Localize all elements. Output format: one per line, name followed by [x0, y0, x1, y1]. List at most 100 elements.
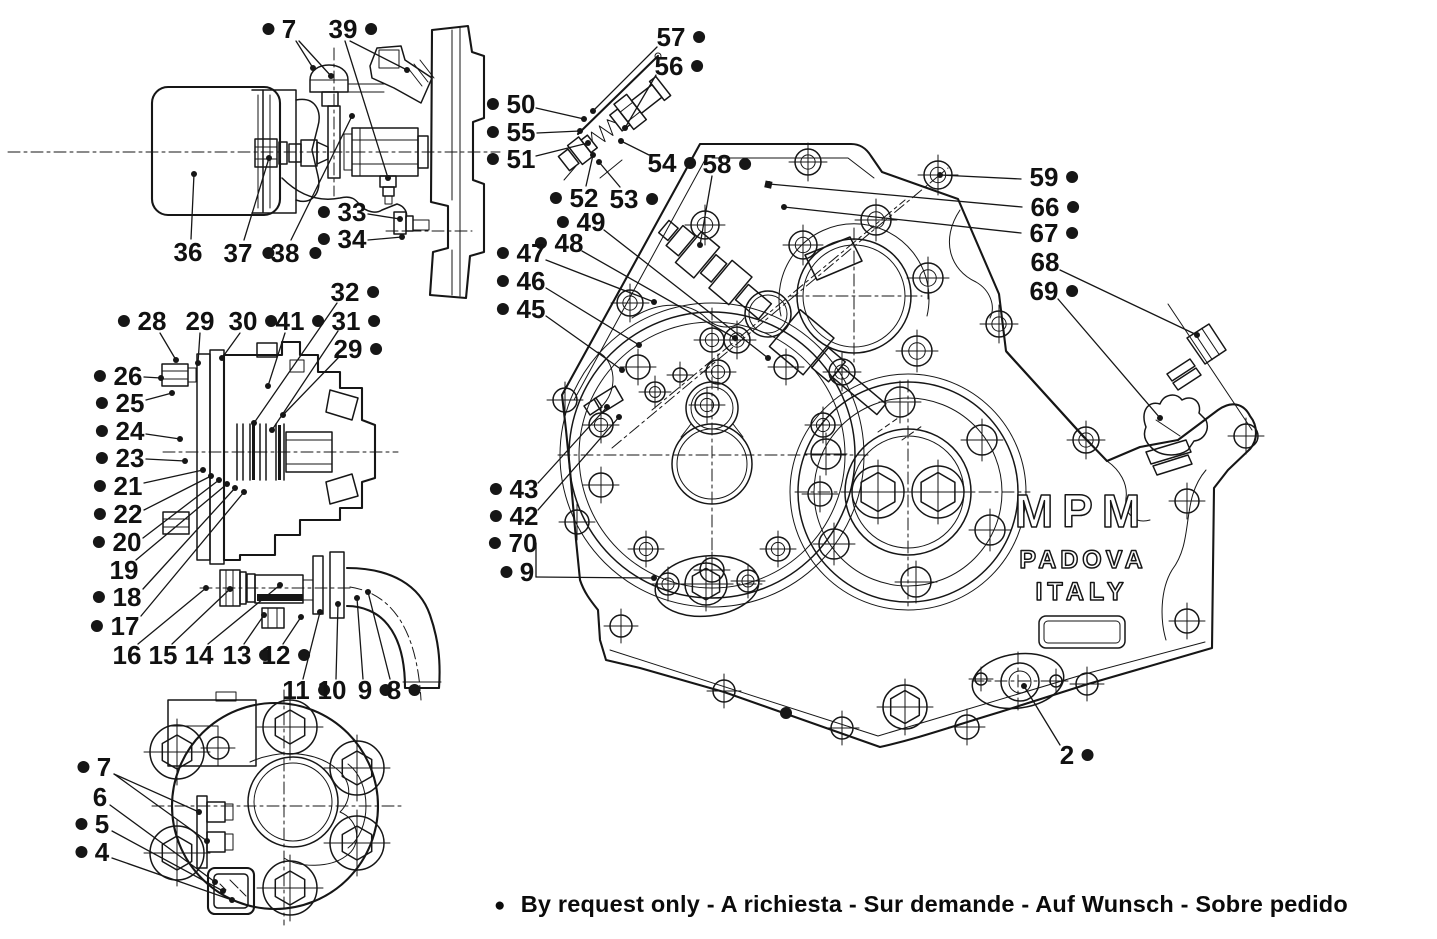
callout-21: 21	[93, 467, 206, 501]
svg-text:32: 32	[331, 277, 360, 307]
callout-bullet-icon	[486, 126, 499, 138]
svg-text:7: 7	[282, 14, 296, 44]
callout-bullet-icon	[370, 343, 383, 355]
svg-text:42: 42	[510, 501, 539, 531]
callout-bullet-icon	[317, 233, 330, 245]
svg-text:70: 70	[509, 528, 538, 558]
callout-28: 28	[117, 306, 179, 363]
svg-text:7: 7	[97, 752, 111, 782]
callout-bullet-icon	[92, 536, 105, 548]
svg-text:22: 22	[114, 499, 143, 529]
callout-bullet-icon	[262, 23, 275, 35]
callout-bullet-icon	[691, 60, 704, 72]
callout-bullet-icon	[489, 510, 502, 522]
relief-valve-assembly	[557, 52, 672, 181]
svg-text:49: 49	[577, 207, 606, 237]
svg-text:15: 15	[149, 640, 178, 670]
svg-text:47: 47	[517, 238, 546, 268]
svg-text:37: 37	[224, 238, 253, 268]
callout-12: 12	[262, 614, 311, 670]
callout-bullet-icon	[693, 31, 706, 43]
svg-text:69: 69	[1030, 276, 1059, 306]
svg-text:5: 5	[95, 809, 109, 839]
svg-text:55: 55	[507, 117, 536, 147]
svg-text:28: 28	[138, 306, 167, 336]
svg-text:51: 51	[507, 144, 536, 174]
svg-text:20: 20	[113, 527, 142, 557]
callout-bullet-icon	[93, 480, 106, 492]
callout-59: 59	[937, 162, 1079, 192]
callout-bullet-icon	[379, 684, 392, 696]
callout-15: 15	[149, 586, 233, 670]
callout-bullet-icon	[317, 206, 330, 218]
callout-24: 24	[95, 416, 183, 446]
svg-text:66: 66	[1031, 192, 1060, 222]
svg-text:14: 14	[185, 640, 214, 670]
callout-48: 48	[534, 228, 738, 341]
svg-text:19: 19	[110, 555, 139, 585]
callout-29-b: 29	[280, 334, 383, 418]
svg-text:53: 53	[610, 184, 639, 214]
svg-text:57: 57	[657, 22, 686, 52]
callout-bullet-icon	[90, 620, 103, 632]
legend-text: By request only - A richiesta - Sur dema…	[520, 891, 1348, 917]
svg-text:58: 58	[703, 149, 732, 179]
svg-text:8: 8	[387, 675, 401, 705]
callout-52: 52	[549, 152, 598, 213]
callout-30: 30	[219, 306, 278, 361]
output-shaft-assembly	[161, 340, 442, 701]
svg-text:45: 45	[517, 294, 546, 324]
callout-bullet-icon	[739, 158, 752, 170]
callout-bullet-icon	[684, 157, 697, 169]
callout-bullet-icon	[408, 684, 421, 696]
svg-text:26: 26	[114, 361, 143, 391]
svg-text:54: 54	[648, 148, 677, 178]
callout-bullet-icon	[117, 315, 130, 327]
svg-text:24: 24	[116, 416, 145, 446]
callout-bullet-icon	[309, 247, 322, 259]
callout-50: 50	[486, 89, 587, 122]
callout-bullet-icon	[365, 23, 378, 35]
callout-5: 5	[75, 809, 226, 894]
callout-bullet-icon	[75, 846, 88, 858]
svg-text:30: 30	[229, 306, 258, 336]
legend-bullet-icon: ●	[494, 894, 506, 916]
callout-66: 66	[766, 181, 1080, 222]
brand-line-3: ITALY	[1035, 578, 1128, 606]
callout-47: 47	[496, 238, 657, 305]
svg-text:43: 43	[510, 474, 539, 504]
callout-bullet-icon	[93, 370, 106, 382]
svg-text:2: 2	[1060, 740, 1074, 770]
svg-text:29: 29	[186, 306, 215, 336]
brand-line-2: PADOVA	[1019, 546, 1146, 574]
callout-37: 37	[224, 155, 275, 268]
svg-text:34: 34	[338, 224, 367, 254]
callout-19: 19	[110, 481, 230, 585]
svg-text:23: 23	[116, 443, 145, 473]
svg-text:12: 12	[262, 640, 291, 670]
callout-17: 17	[90, 489, 247, 641]
callout-10: 10	[318, 601, 346, 705]
callout-6: 6	[93, 782, 218, 885]
callout-23: 23	[95, 443, 188, 473]
svg-text:50: 50	[507, 89, 536, 119]
svg-text:68: 68	[1031, 247, 1060, 277]
callout-bullet-icon	[486, 153, 499, 165]
brand-line-1: MPM	[1015, 485, 1149, 537]
svg-text:18: 18	[113, 582, 142, 612]
callout-2: 2	[1021, 683, 1094, 770]
svg-text:67: 67	[1030, 218, 1059, 248]
callout-42: 42	[489, 414, 622, 531]
callout-54: 54	[618, 138, 697, 178]
callout-39: 39	[329, 14, 410, 181]
callout-70: 70	[488, 528, 538, 578]
callout-68: 68	[1031, 247, 1200, 338]
callout-bullet-icon	[259, 649, 272, 661]
callout-bullet-icon	[496, 275, 509, 287]
svg-text:9: 9	[520, 557, 534, 587]
svg-text:17: 17	[111, 611, 140, 641]
callout-bullet-icon	[75, 818, 88, 830]
svg-text:21: 21	[114, 471, 143, 501]
callout-56: 56	[622, 51, 704, 131]
